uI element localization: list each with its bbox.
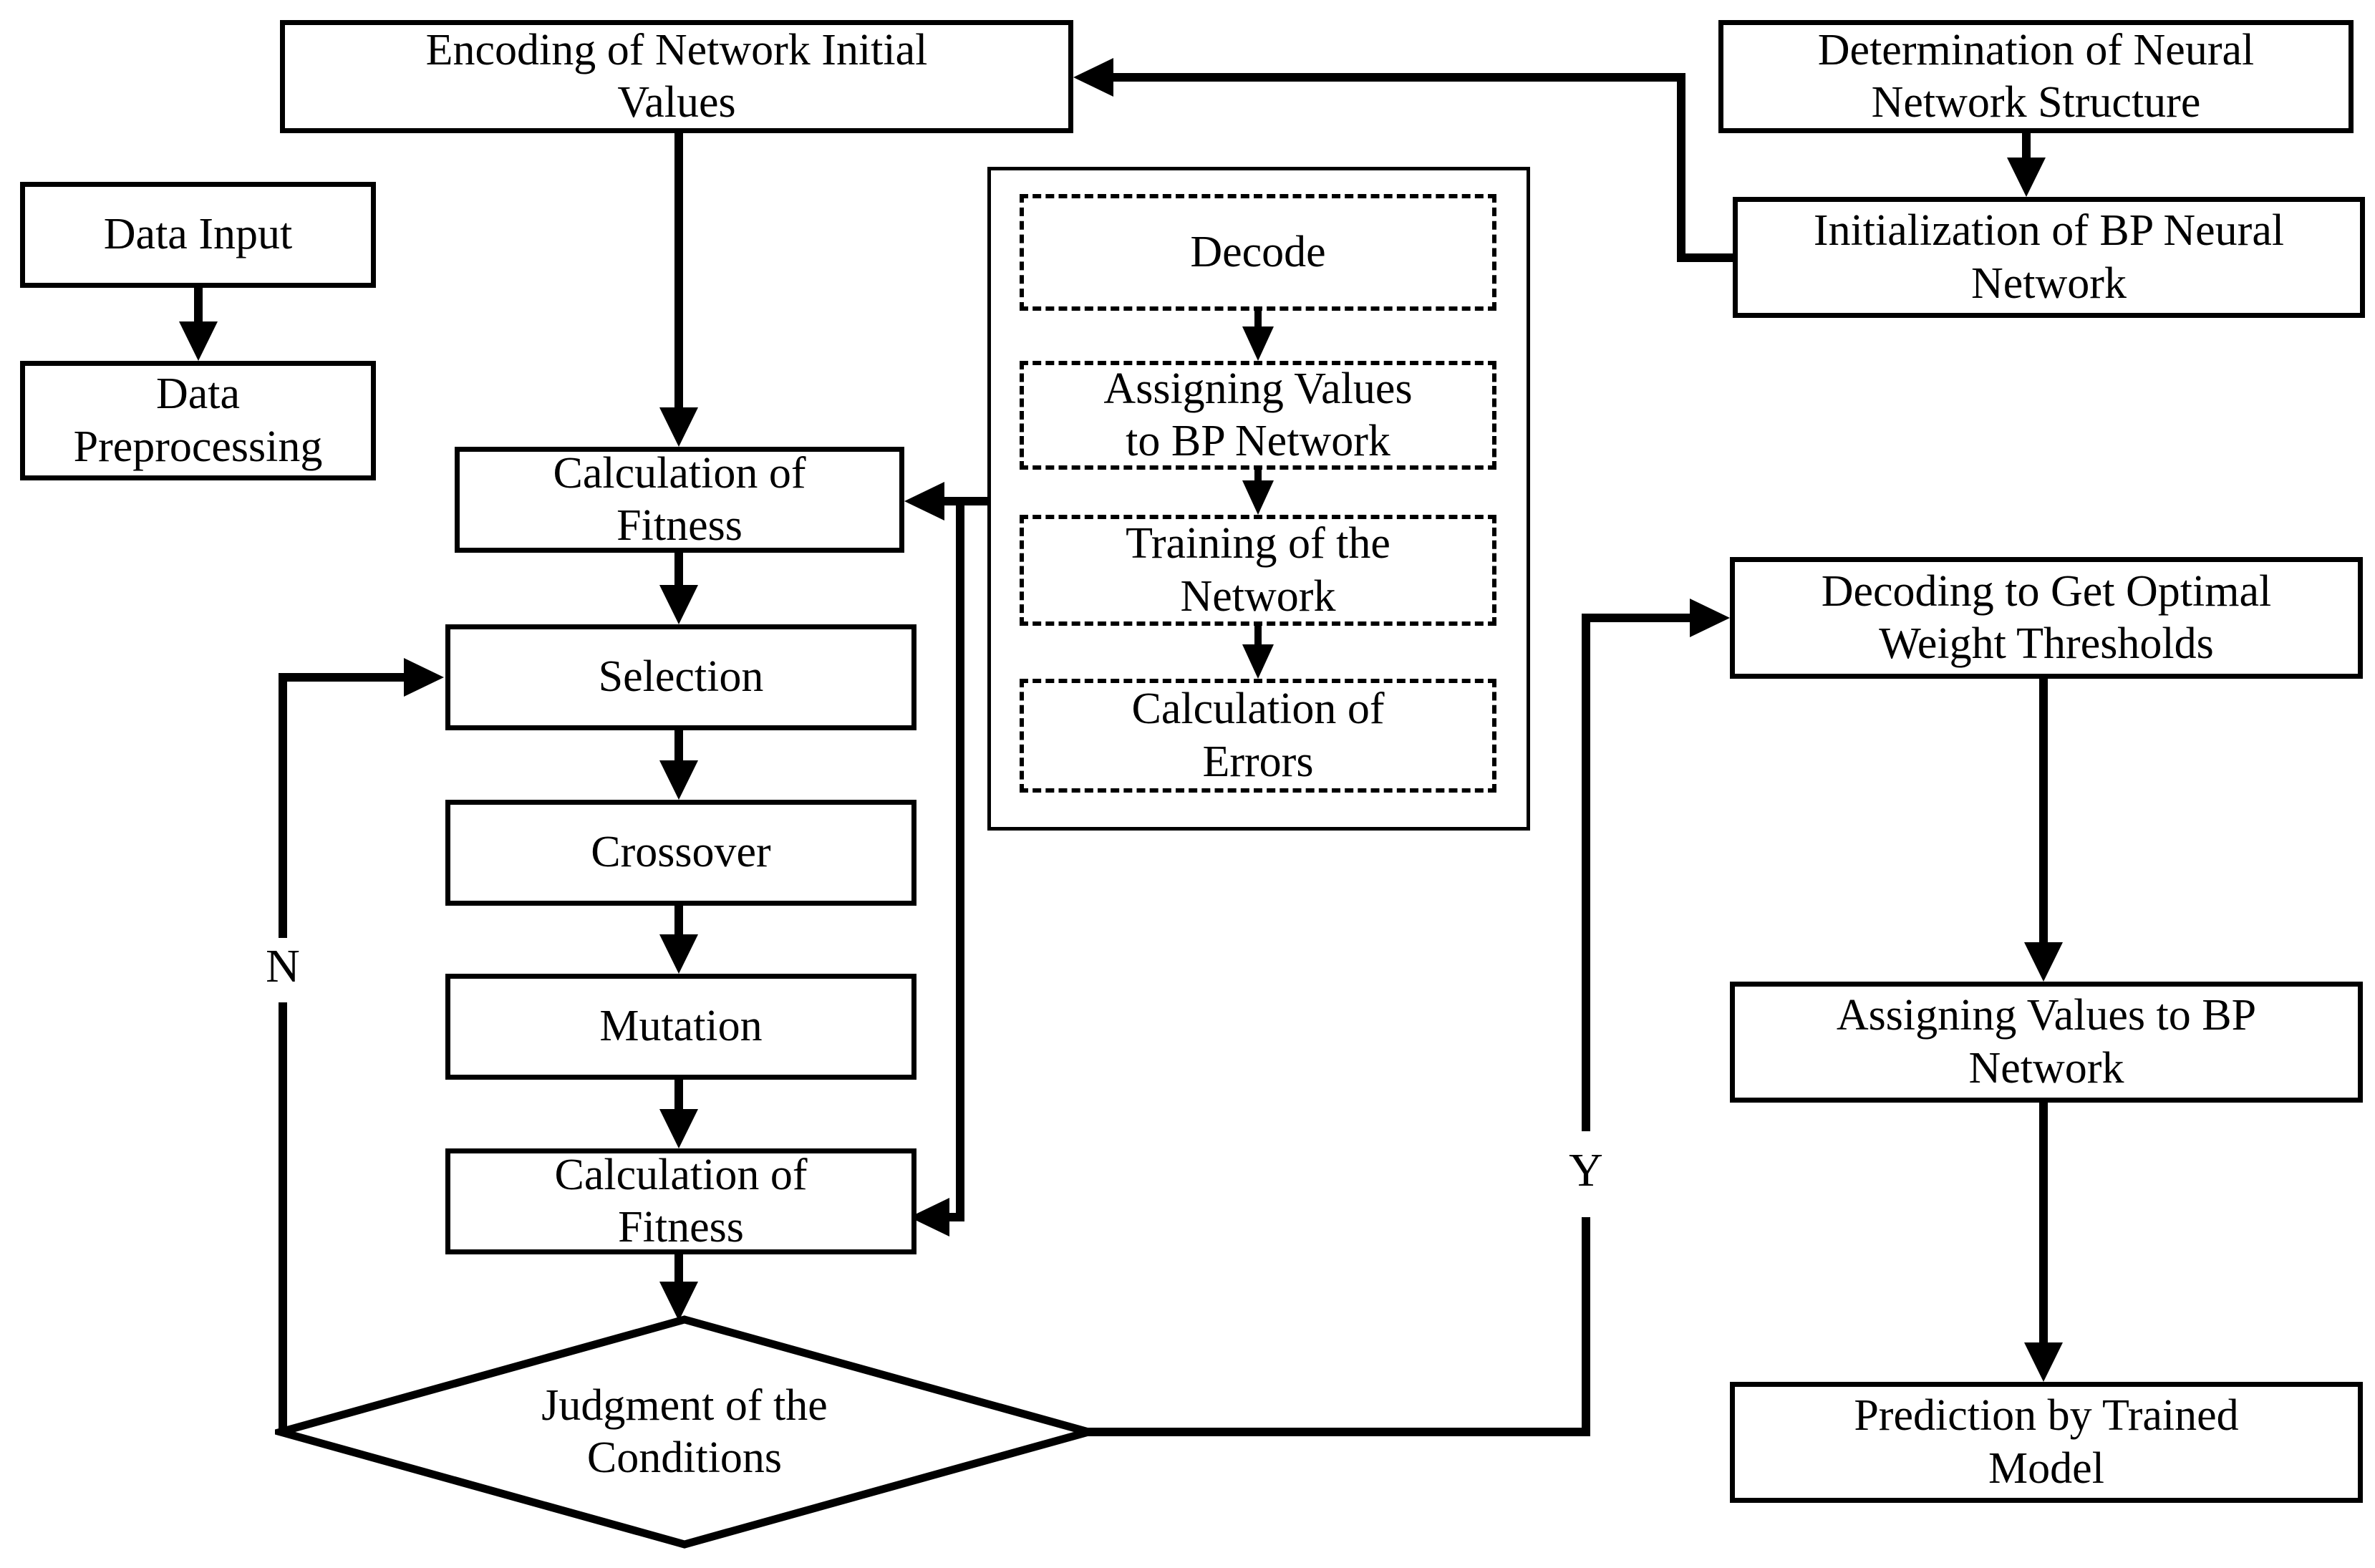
node-initialization-label: Initialization of BP Neural Network xyxy=(1813,206,2285,308)
node-prediction: Prediction by Trained Model xyxy=(1730,1382,2363,1503)
edge-assigning-training-arrowhead xyxy=(1242,480,1274,515)
edge-decode-assigning-shaft xyxy=(1254,309,1262,331)
node-mutation: Mutation xyxy=(445,974,916,1080)
node-determination: Determination of Neural Network Structur… xyxy=(1718,20,2354,133)
edge-encoding-fitness1-shaft xyxy=(674,132,683,411)
node-decoding-label: Decoding to Get Optimal Weight Threshold… xyxy=(1821,566,2272,668)
edge-y-vertical-lower xyxy=(1582,1217,1590,1436)
edge-n-loop-vertical-upper xyxy=(279,673,287,938)
node-training-label: Training of the Network xyxy=(1126,519,1390,621)
node-encoding-label: Encoding of Network Initial Values xyxy=(425,25,928,127)
edge-label-n: N xyxy=(233,939,333,994)
edge-container-fitness2-shaft xyxy=(949,1213,964,1221)
edge-y-vertical-upper xyxy=(1582,614,1590,1131)
edge-fitness2-judgment-shaft xyxy=(674,1253,683,1285)
edge-training-errors-arrowhead xyxy=(1242,644,1274,679)
node-determination-label: Determination of Neural Network Structur… xyxy=(1817,25,2255,127)
node-decoding: Decoding to Get Optimal Weight Threshold… xyxy=(1730,557,2363,679)
edge-container-fitness1-shaft xyxy=(944,497,991,505)
edge-decoding-assigning-arrowhead xyxy=(2024,942,2063,982)
edge-decoding-assigning-shaft xyxy=(2039,677,2048,946)
edge-y-horizontal-bottom xyxy=(1087,1428,1590,1436)
edge-mutation-fitness2-shaft xyxy=(674,1078,683,1113)
node-decode-label: Decode xyxy=(1190,227,1326,276)
edge-container-fitness2-trunk xyxy=(956,497,964,1221)
edge-selection-crossover-arrowhead xyxy=(659,760,698,800)
edge-datainput-preprocessing-arrowhead xyxy=(179,321,218,361)
edge-y-horizontal-top xyxy=(1582,614,1693,622)
node-data-preprocessing-label: Data Preprocessing xyxy=(73,369,323,471)
node-calc-fitness-1-label: Calculation of Fitness xyxy=(553,448,806,550)
edge-assigning-prediction-shaft xyxy=(2039,1101,2048,1346)
node-selection: Selection xyxy=(445,624,916,730)
node-judgment-label: Judgment of the Conditions xyxy=(541,1380,828,1482)
node-training: Training of the Network xyxy=(1020,515,1496,626)
edge-crossover-mutation-shaft xyxy=(674,904,683,938)
edge-datainput-preprocessing-shaft xyxy=(194,286,203,326)
edge-initialization-encoding-arrowhead xyxy=(1073,58,1113,97)
node-calc-fitness-2: Calculation of Fitness xyxy=(445,1148,916,1254)
edge-selection-crossover-shaft xyxy=(674,729,683,764)
node-data-input-label: Data Input xyxy=(103,210,293,259)
node-selection-label: Selection xyxy=(598,652,764,702)
edge-n-loop-horizontal xyxy=(279,673,408,682)
node-initialization: Initialization of BP Neural Network xyxy=(1733,197,2365,318)
node-crossover: Crossover xyxy=(445,800,916,906)
edge-initialization-encoding-seg3 xyxy=(1110,73,1685,82)
node-calc-errors-label: Calculation of Errors xyxy=(1131,684,1385,786)
node-calc-fitness-2-label: Calculation of Fitness xyxy=(554,1150,808,1252)
node-assigning-mid: Assigning Values to BP Network xyxy=(1020,361,1496,470)
edge-initialization-encoding-seg1 xyxy=(1681,253,1735,262)
judgment-diamond-shape xyxy=(266,1315,1103,1549)
edge-determination-initialization-shaft xyxy=(2022,132,2031,162)
node-judgment: Judgment of the Conditions xyxy=(266,1314,1103,1550)
edge-mutation-fitness2-arrowhead xyxy=(659,1109,698,1148)
node-calc-errors: Calculation of Errors xyxy=(1020,679,1496,793)
edge-encoding-fitness1-arrowhead xyxy=(659,407,698,447)
node-prediction-label: Prediction by Trained Model xyxy=(1854,1391,2239,1493)
edge-fitness2-judgment-arrowhead xyxy=(659,1282,698,1321)
node-assigning-mid-label: Assigning Values to BP Network xyxy=(1103,364,1413,465)
edge-decode-assigning-arrowhead xyxy=(1242,326,1274,361)
edge-y-arrowhead xyxy=(1690,599,1730,637)
edge-n-loop-vertical-lower xyxy=(279,1002,287,1432)
edge-training-errors-shaft xyxy=(1254,624,1262,649)
edge-crossover-mutation-arrowhead xyxy=(659,934,698,974)
node-data-preprocessing: Data Preprocessing xyxy=(20,361,376,480)
node-encoding: Encoding of Network Initial Values xyxy=(280,20,1073,133)
node-assigning-right: Assigning Values to BP Network xyxy=(1730,982,2363,1103)
node-mutation-label: Mutation xyxy=(599,1002,763,1051)
edge-label-y: Y xyxy=(1536,1143,1636,1198)
edge-fitness1-selection-shaft xyxy=(674,551,683,589)
edge-fitness1-selection-arrowhead xyxy=(659,585,698,624)
node-decode: Decode xyxy=(1020,194,1496,311)
edge-assigning-prediction-arrowhead xyxy=(2024,1342,2063,1382)
edge-determination-initialization-arrowhead xyxy=(2007,158,2046,197)
edge-container-fitness1-arrowhead xyxy=(904,482,944,521)
node-crossover-label: Crossover xyxy=(591,828,771,877)
edge-n-loop-arrowhead xyxy=(404,658,444,697)
edge-assigning-training-shaft xyxy=(1254,468,1262,486)
node-data-input: Data Input xyxy=(20,182,376,288)
node-calc-fitness-1: Calculation of Fitness xyxy=(455,447,904,553)
edge-initialization-encoding-seg2 xyxy=(1677,73,1685,262)
node-assigning-right-label: Assigning Values to BP Network xyxy=(1836,991,2257,1093)
